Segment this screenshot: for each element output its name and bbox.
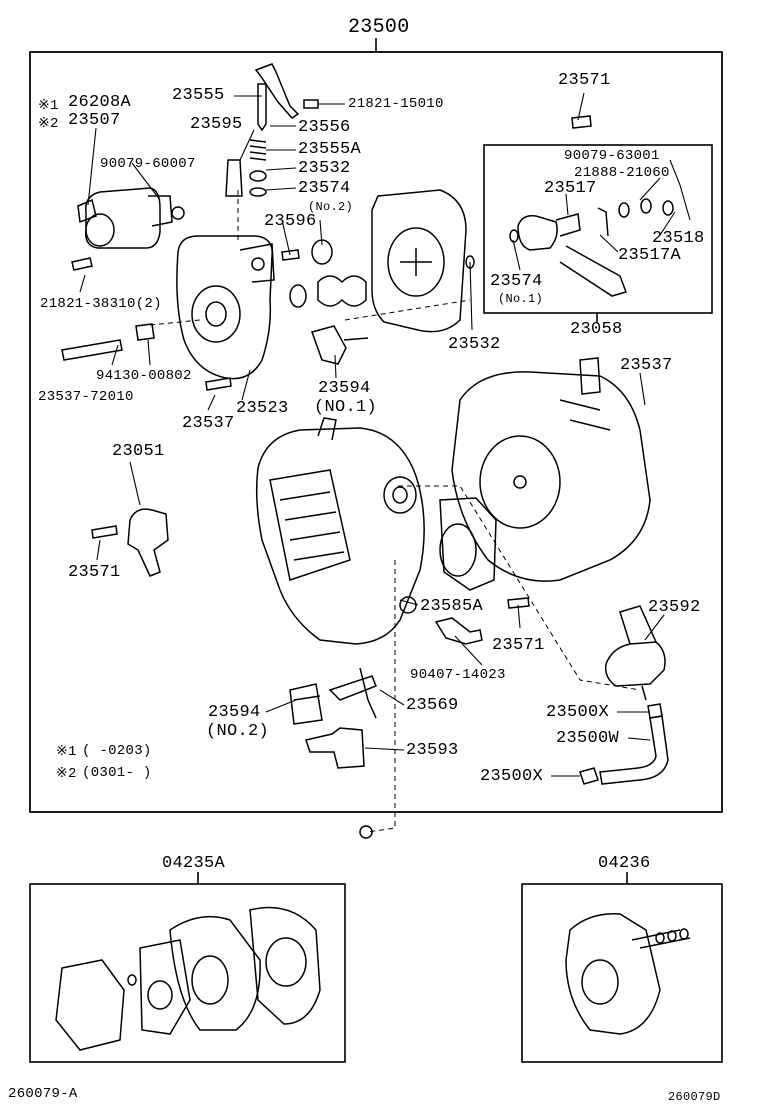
label-21821-38310: 21821-38310(2) (40, 296, 162, 312)
note-mark-2: ※2 (38, 116, 59, 132)
label-23571-c: 23571 (492, 636, 545, 655)
oring-23574 (249, 187, 267, 197)
label-04236: 04236 (598, 854, 651, 873)
seal-23532 (249, 170, 267, 182)
label-23051: 23051 (112, 442, 165, 461)
label-90079-60007: 90079-60007 (100, 156, 196, 172)
screw-21821-38310 (71, 257, 93, 271)
label-23585A: 23585A (420, 597, 484, 616)
label-23574-a-sub: (No.2) (308, 200, 354, 214)
label-23596: 23596 (264, 212, 317, 231)
screw-21821-15010 (303, 99, 319, 109)
label-23595: 23595 (190, 115, 243, 134)
label-23500X-a: 23500X (546, 703, 610, 722)
label-94130-00802: 94130-00802 (96, 368, 192, 384)
label-23574-a: 23574 (298, 179, 351, 198)
kit-04235A-parts (55, 906, 321, 1051)
title-code: 23500 (348, 16, 410, 39)
note-2-text: (0301- ) (82, 765, 152, 781)
label-23594-a-sub: (NO.1) (314, 398, 378, 417)
label-23555A: 23555A (298, 140, 362, 159)
label-23574-b: 23574 (490, 272, 543, 291)
bracket-23051 (127, 508, 169, 577)
hose-23500W (599, 715, 669, 785)
footer-left-code: 260079-A (8, 1086, 78, 1102)
pump-body-23523 (176, 235, 275, 380)
label-23537-a: 23537 (182, 414, 235, 433)
label-23593: 23593 (406, 741, 459, 760)
label-23532-b: 23532 (448, 335, 501, 354)
diaphragm-23532 (371, 189, 475, 333)
footer-right-code: 260079D (668, 1090, 721, 1104)
label-23594-b: 23594 (208, 703, 261, 722)
label-23523: 23523 (236, 399, 289, 418)
bolt-23537-72010 (61, 339, 123, 361)
label-23569: 23569 (406, 696, 459, 715)
label-21821-15010: 21821-15010 (348, 96, 444, 112)
subassembly-23058-frame (483, 144, 713, 314)
plug-23594-no2 (289, 683, 323, 725)
cover-23537 (451, 357, 651, 582)
fitting-23569 (328, 667, 377, 719)
label-23571-b: 23571 (68, 563, 121, 582)
label-23058: 23058 (570, 320, 623, 339)
label-23517: 23517 (544, 179, 597, 198)
actuator-23507 (77, 187, 185, 249)
housing-main (255, 417, 425, 645)
label-23518: 23518 (652, 229, 705, 248)
label-23507: 23507 (68, 111, 121, 130)
label-04235A: 04235A (162, 854, 226, 873)
clip-23500X-a (647, 703, 663, 719)
fitting-90407-14023 (434, 617, 483, 645)
spring-large (317, 275, 367, 307)
label-26208A: 26208A (68, 93, 132, 112)
label-23594-b-sub: (NO.2) (206, 722, 270, 741)
lever-23555 (254, 63, 300, 119)
label-23556: 23556 (298, 118, 351, 137)
label-90407-14023: 90407-14023 (410, 667, 506, 683)
label-23571-a: 23571 (558, 71, 611, 90)
label-90079-63001: 90079-63001 (564, 148, 660, 164)
pin-23595 (225, 159, 243, 197)
outlet-23592 (604, 605, 666, 701)
spring-23556 (249, 139, 267, 161)
pin-23555 (257, 83, 267, 132)
label-23555: 23555 (172, 86, 225, 105)
label-23537-b: 23537 (620, 356, 673, 375)
gasket-23585A (439, 497, 497, 591)
fitting-23594-no1 (311, 325, 369, 365)
oring-23574-no2 (311, 239, 333, 265)
label-23594-a: 23594 (318, 379, 371, 398)
label-23592: 23592 (648, 598, 701, 617)
screw-23596 (281, 249, 300, 261)
nut-94130-00802 (135, 323, 155, 341)
screw-23571 (507, 597, 530, 609)
linkage-23058 (509, 115, 674, 297)
screw-23537 (205, 377, 232, 391)
note-mark-1: ※1 (38, 98, 59, 114)
label-23500X-b: 23500X (480, 767, 544, 786)
label-23574-b-sub: (No.1) (498, 292, 544, 306)
note-2-mark: ※2 (56, 766, 77, 782)
note-1-text: ( -0203) (82, 743, 152, 759)
label-21888-21060: 21888-21060 (574, 165, 670, 181)
kit-04236-parts (565, 913, 691, 1035)
label-23500W: 23500W (556, 729, 620, 748)
label-23532-a: 23532 (298, 159, 351, 178)
note-1-mark: ※1 (56, 744, 77, 760)
label-23537-72010: 23537-72010 (38, 389, 134, 405)
fitting-23593 (305, 727, 365, 769)
kit-04236-frame (521, 883, 723, 1063)
kit-04235A-frame (29, 883, 346, 1063)
clip-23500X-b (579, 767, 599, 785)
label-23517A: 23517A (618, 246, 682, 265)
